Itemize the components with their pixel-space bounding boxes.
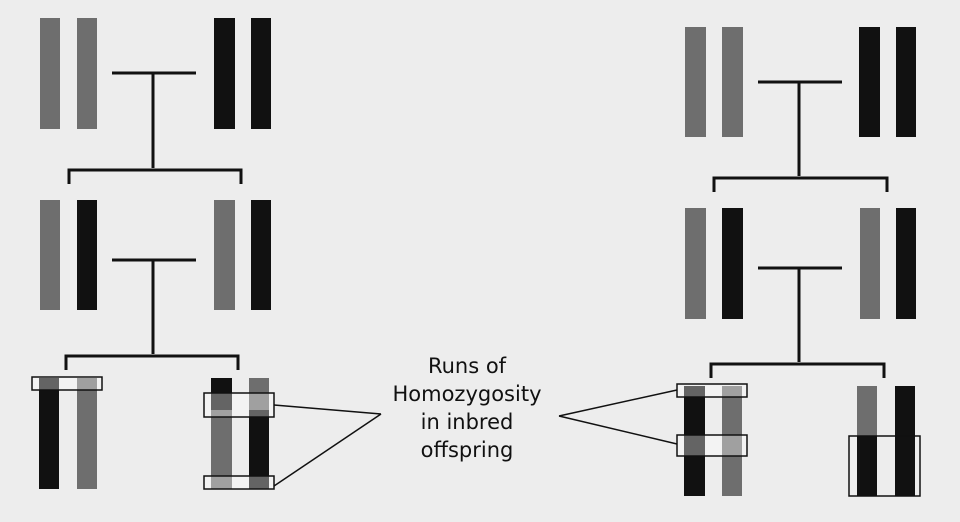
left-mating-line-1 (67, 71, 243, 184)
chromosome (39, 378, 59, 489)
chromosome (857, 436, 877, 496)
chromosome (685, 27, 706, 137)
chromosome (896, 208, 916, 319)
chromosome (211, 410, 232, 489)
right-child-1 (685, 208, 743, 319)
chromosome (40, 200, 60, 310)
chromosome (77, 200, 97, 310)
chromosome (77, 18, 97, 129)
chromosome (214, 18, 235, 129)
left-mating-line-2 (64, 258, 240, 370)
roh-highlight-box (676, 434, 748, 457)
left-pedigree (31, 18, 275, 490)
roh-highlight-box (848, 435, 921, 497)
label-line: Runs of (427, 354, 507, 378)
label-pointer-lines (273, 389, 678, 487)
chromosome (685, 208, 706, 319)
right-mating-line-1 (712, 80, 889, 192)
chromosome (251, 200, 271, 310)
runs-of-homozygosity-label: Runs of Homozygosity in inbred offspring (372, 352, 562, 464)
right-inbred-offspring-2 (848, 386, 921, 497)
chromosome (722, 27, 743, 137)
chromosome (249, 410, 269, 489)
left-parent-2 (214, 18, 271, 129)
chromosome (40, 18, 60, 129)
chromosome (722, 386, 742, 496)
roh-highlight-box (31, 376, 103, 391)
roh-highlight-box (203, 475, 275, 490)
left-child-1 (40, 200, 97, 310)
label-line: offspring (420, 438, 514, 462)
chromosome (251, 18, 271, 129)
chromosome (857, 386, 877, 436)
chromosome (722, 208, 743, 319)
right-pedigree (676, 27, 921, 497)
left-parent-1 (40, 18, 97, 129)
right-inbred-offspring-1 (676, 383, 748, 496)
left-inbred-offspring-1 (31, 376, 103, 489)
label-line: Homozygosity (392, 382, 542, 406)
chromosome (896, 27, 916, 137)
chromosome (211, 378, 232, 410)
chromosome (684, 386, 705, 496)
right-parent-1 (685, 27, 743, 137)
right-mating-line-2 (709, 266, 886, 378)
left-inbred-offspring-2 (203, 378, 275, 490)
chromosome (860, 208, 880, 319)
chromosome (77, 378, 97, 489)
chromosome (895, 386, 915, 496)
right-parent-2 (859, 27, 916, 137)
chromosome (249, 378, 269, 410)
left-child-2 (214, 200, 271, 310)
chromosome (214, 200, 235, 310)
right-child-2 (860, 208, 916, 319)
chromosome (859, 27, 880, 137)
label-line: in inbred (420, 410, 514, 434)
roh-highlight-box (676, 383, 748, 398)
roh-highlight-box (203, 392, 275, 418)
